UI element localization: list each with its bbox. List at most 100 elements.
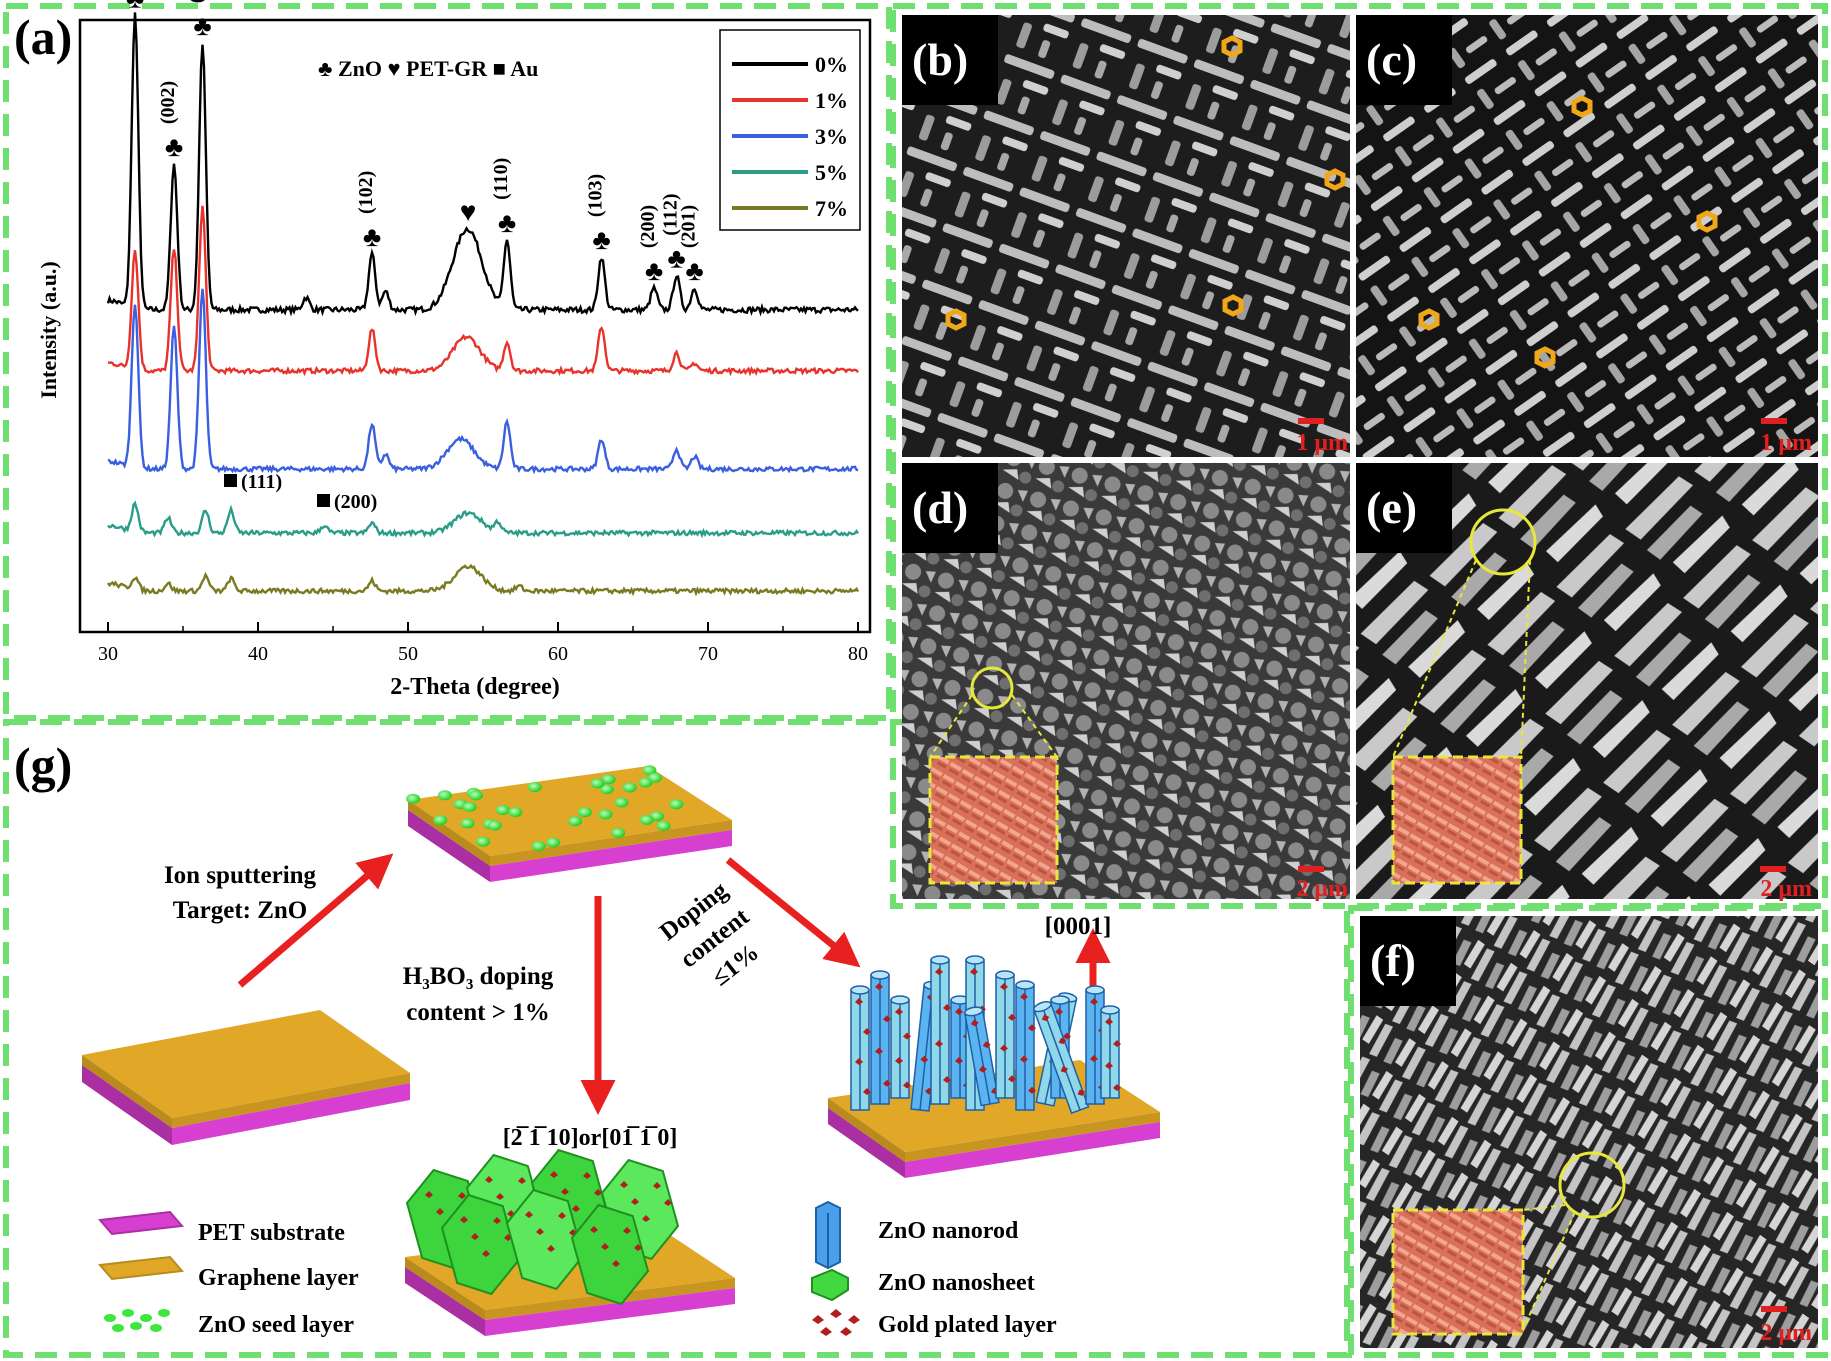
peak-symbol: ♣ — [645, 256, 663, 287]
direction-rod: [0001] — [1045, 913, 1112, 940]
peak-symbol: ♣ — [363, 222, 381, 253]
panel-label-g: (g) — [14, 737, 72, 793]
legend-nanosheet: ZnO nanosheet — [878, 1270, 1035, 1296]
nanorod — [1032, 1001, 1090, 1115]
peak-label: (101) — [186, 0, 208, 3]
graphene-legend-icon — [98, 1255, 184, 1281]
scale-e: 2 μm — [1760, 876, 1812, 902]
seeded-substrate — [406, 765, 732, 882]
pet-legend-icon — [98, 1210, 184, 1236]
peak-symbol: ♣ — [165, 132, 183, 163]
nanorod — [890, 995, 911, 1099]
seed-dot — [642, 765, 657, 776]
nanorod — [1100, 1005, 1121, 1099]
seed-dot — [599, 784, 614, 795]
legend-pet: PET substrate — [198, 1220, 345, 1246]
panel-label-e: (e) — [1366, 482, 1417, 533]
seed-dot — [531, 841, 546, 852]
legend-gold: Gold plated layer — [878, 1312, 1057, 1338]
legend-label: 5% — [815, 160, 848, 185]
nanorod-array — [828, 955, 1160, 1178]
peak-symbol: ♣ — [126, 0, 144, 14]
peak-symbol: ♣ — [498, 208, 516, 239]
legend-seed: ZnO seed layer — [198, 1312, 354, 1338]
legend-label: 0% — [815, 52, 848, 77]
inset-d — [928, 666, 1059, 885]
doping-high-line2: content > 1% — [406, 999, 549, 1026]
gold-legend-icon — [812, 1309, 860, 1336]
peak-label: (112) — [660, 193, 682, 235]
seed-dot — [527, 782, 542, 792]
peak-symbol: ♣ — [193, 11, 211, 42]
panel-label-c: (c) — [1366, 34, 1417, 85]
peak-label: (200) — [637, 205, 659, 248]
seed-dot — [590, 778, 605, 789]
nanorod — [870, 970, 891, 1105]
nanorod — [930, 955, 951, 1105]
seed-dot — [460, 818, 475, 829]
nanosheet-array — [405, 1148, 735, 1336]
seed-dot — [495, 805, 510, 815]
symbol-legend-text: ♣ ZnO ♥ PET-GR ■ Au — [318, 56, 538, 81]
seed-dot — [546, 837, 561, 848]
x-tick-label: 70 — [698, 643, 718, 665]
schematic-legend: PET substrate Graphene layer ZnO seed la… — [98, 1200, 1057, 1338]
peak-label: (103) — [585, 174, 607, 217]
seed-dot — [611, 827, 626, 838]
seed-dot — [476, 836, 490, 847]
nanorod — [995, 970, 1016, 1099]
x-tick-label: 50 — [398, 643, 418, 665]
series-line-1% — [107, 205, 859, 377]
seed-dot — [648, 772, 662, 783]
seed-legend-icon — [104, 1309, 170, 1332]
seed-dot — [669, 799, 684, 810]
x-tick-label: 40 — [248, 643, 268, 665]
peak-label: (002) — [157, 81, 179, 124]
peak-symbol: ♥ — [460, 197, 477, 228]
series-line-0% — [106, 12, 859, 317]
panel-label-a: (a) — [14, 9, 73, 65]
inset-f — [1391, 1151, 1626, 1336]
nanorod — [963, 1006, 1000, 1107]
hexagon-markers — [945, 35, 1718, 369]
seed-dot — [568, 816, 583, 827]
step-ion-sputtering: Ion sputtering — [164, 862, 317, 889]
seed-dot — [487, 820, 502, 831]
panel-label-f: (f) — [1370, 935, 1416, 986]
seed-dot — [614, 797, 629, 808]
nanosheet — [570, 1203, 650, 1306]
seed-dot — [639, 814, 654, 825]
step-target: Target: ZnO — [173, 897, 308, 924]
seed-dot — [598, 809, 613, 820]
x-tick-label: 60 — [548, 643, 568, 665]
scale-b: 1 μm — [1296, 430, 1348, 456]
bare-substrate — [82, 1010, 410, 1145]
seed-dot — [437, 790, 452, 801]
seed-dot — [656, 820, 671, 831]
scale-c: 1 μm — [1760, 430, 1812, 456]
legend-graphene: Graphene layer — [198, 1265, 359, 1291]
symbol-legend: ♣ ZnO ♥ PET-GR ■ Au — [318, 56, 538, 81]
legend-nanorod: ZnO nanorod — [878, 1218, 1019, 1244]
seed-dot — [577, 807, 592, 818]
seed-dot — [508, 807, 523, 818]
scale-f: 2 μm — [1760, 1320, 1812, 1346]
au-label: (111) — [241, 471, 282, 493]
au-symbol — [317, 494, 330, 507]
panel-label-b: (b) — [912, 34, 968, 85]
nanorod-legend-icon — [815, 1200, 841, 1270]
scale-d: 2 μm — [1296, 876, 1348, 902]
legend-label: 3% — [815, 124, 848, 149]
seed-dot — [622, 782, 637, 793]
nanorod — [1085, 985, 1106, 1105]
legend-label: 7% — [815, 196, 848, 221]
seed-dot — [406, 793, 421, 804]
nanosheet-legend-icon — [811, 1268, 849, 1302]
x-tick-label: 80 — [848, 643, 868, 665]
direction-sheet: [2̅ 1̅ 10]or[01̅ 1̅ 0] — [503, 1125, 678, 1151]
x-tick-label: 30 — [98, 643, 118, 665]
series-line-7% — [107, 563, 860, 597]
